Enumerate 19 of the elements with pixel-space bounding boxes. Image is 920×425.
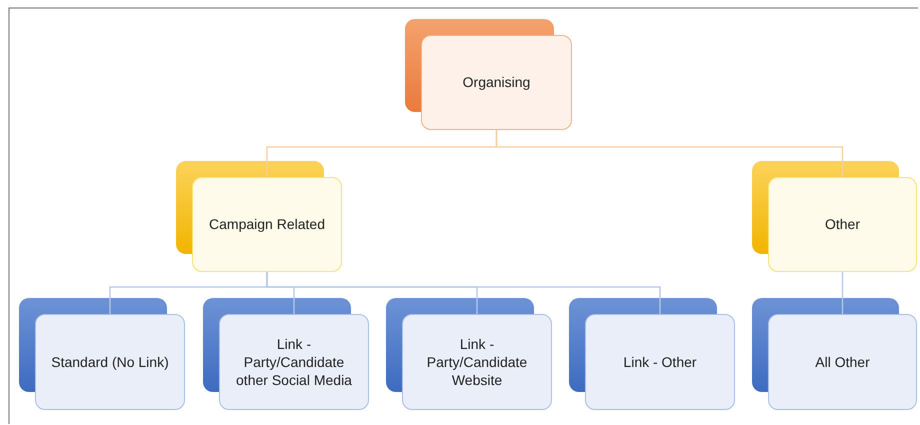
- node-box: [192, 177, 342, 272]
- node-label: All Other: [815, 352, 870, 372]
- node-box: [421, 35, 572, 130]
- connector-line: [266, 272, 661, 314]
- node-label: Campaign Related: [209, 215, 325, 234]
- node-box: [219, 314, 369, 410]
- node-box: [768, 314, 917, 410]
- node-box: [402, 314, 552, 410]
- connector-line: [842, 272, 844, 314]
- connector-line: [496, 130, 844, 177]
- node-label: Link - Party/Candidate Website: [426, 334, 528, 390]
- node-box: [585, 314, 735, 410]
- node-box: [35, 314, 185, 410]
- node-label: Standard (No Link): [51, 352, 169, 372]
- node-label: Link - Party/Candidate other Social Media: [235, 334, 353, 390]
- node-label: Organising: [462, 73, 530, 92]
- node-label: Other: [824, 215, 860, 234]
- node-label: Link - Other: [623, 352, 697, 372]
- node-box: [768, 177, 917, 272]
